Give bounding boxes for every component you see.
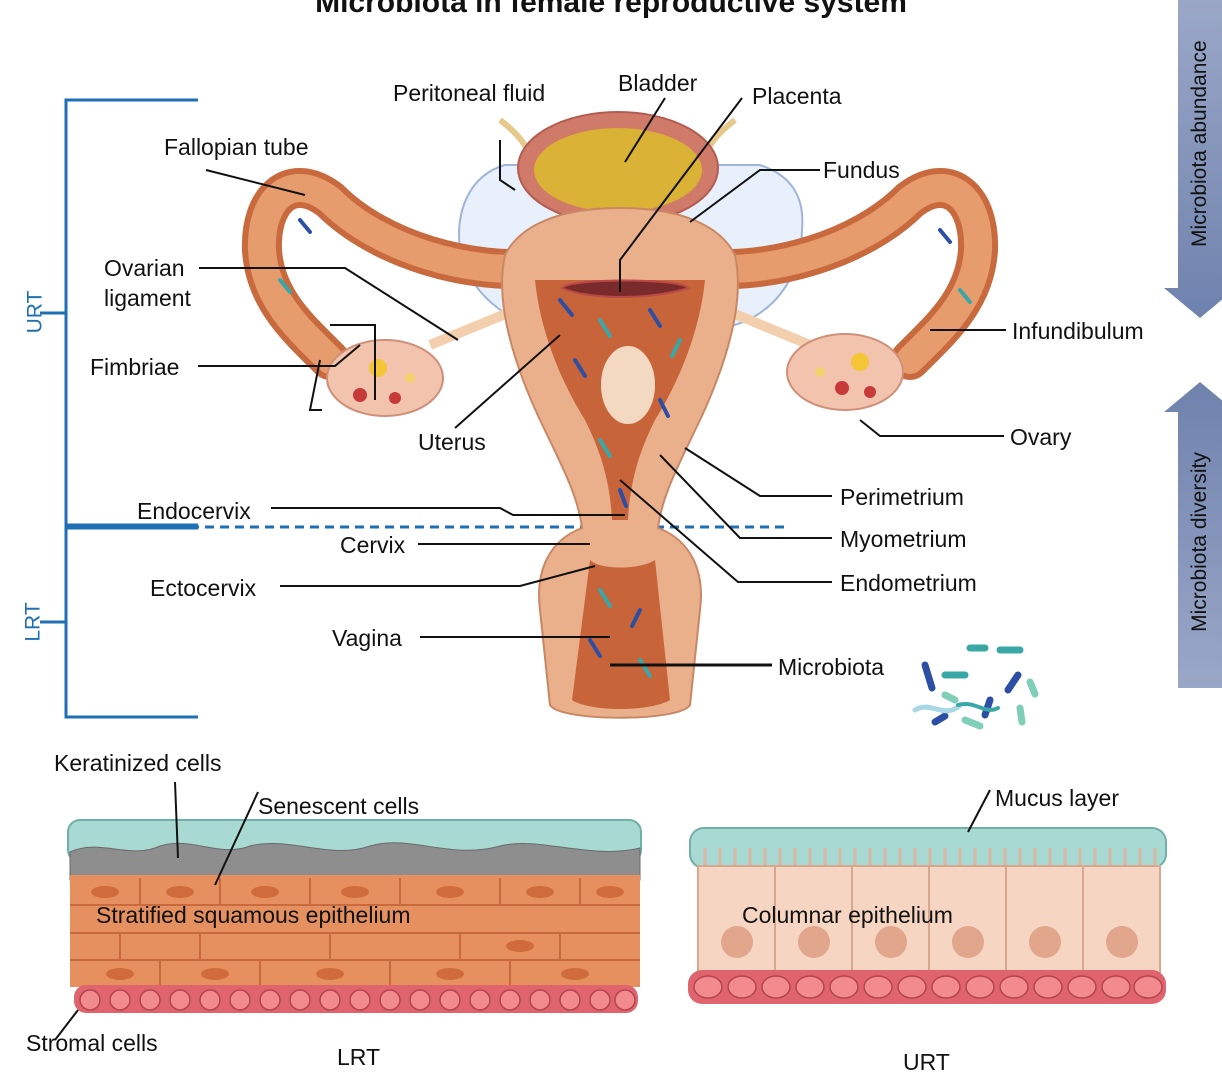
label-stromal-cells: Stromal cells: [26, 1030, 158, 1056]
ovarian-ligament-left: [430, 310, 515, 345]
label-bladder: Bladder: [618, 70, 697, 96]
label-ovarian-ligament-line2: ligament: [104, 285, 191, 311]
label-infundibulum: Infundibulum: [1012, 318, 1144, 344]
urt-bracket: [66, 100, 198, 525]
label-perimetrium: Perimetrium: [840, 484, 964, 510]
label-endocervix: Endocervix: [137, 498, 251, 524]
caption-urt: URT: [903, 1049, 950, 1075]
label-placenta: Placenta: [752, 83, 842, 109]
label-mucus-layer: Mucus layer: [995, 785, 1119, 811]
label-fundus: Fundus: [823, 157, 900, 183]
region-brackets: [40, 100, 198, 717]
label-endometrium: Endometrium: [840, 570, 977, 596]
label-fimbriae: Fimbriae: [90, 354, 179, 380]
label-columnar-epithelium: Columnar epithelium: [742, 902, 953, 929]
label-microbiota: Microbiota: [778, 654, 884, 680]
label-myometrium: Myometrium: [840, 526, 967, 552]
label-senescent-cells: Senescent cells: [258, 793, 419, 819]
lrt-region-label: LRT: [22, 602, 46, 641]
microbiota-abundance-label: Microbiota abundance: [1188, 47, 1212, 247]
urt-tissue: [688, 790, 1166, 1004]
label-ovary: Ovary: [1010, 424, 1071, 450]
label-keratinized-cells: Keratinized cells: [54, 750, 221, 776]
label-peritoneal-fluid: Peritoneal fluid: [393, 80, 545, 106]
ovarian-ligament-right: [725, 310, 810, 345]
lrt-bracket: [66, 528, 198, 717]
fetus-sac: [600, 345, 656, 425]
label-ovarian-ligament-line1: Ovarian: [104, 255, 185, 281]
label-ectocervix: Ectocervix: [150, 575, 256, 601]
label-vagina: Vagina: [332, 625, 402, 651]
ovary-right: [787, 334, 903, 410]
label-stratified-epithelium: Stratified squamous epithelium: [96, 902, 411, 929]
ovary-left: [327, 340, 443, 416]
diagram-title: Microbiota in female reproductive system: [0, 0, 1222, 20]
label-cervix: Cervix: [340, 532, 405, 558]
microbiota-cluster: [915, 648, 1035, 726]
urt-region-label: URT: [23, 291, 47, 334]
caption-lrt: LRT: [337, 1044, 380, 1070]
label-fallopian-tube: Fallopian tube: [164, 134, 309, 160]
label-uterus: Uterus: [418, 429, 486, 455]
microbiota-diversity-label: Microbiota diversity: [1188, 452, 1212, 632]
